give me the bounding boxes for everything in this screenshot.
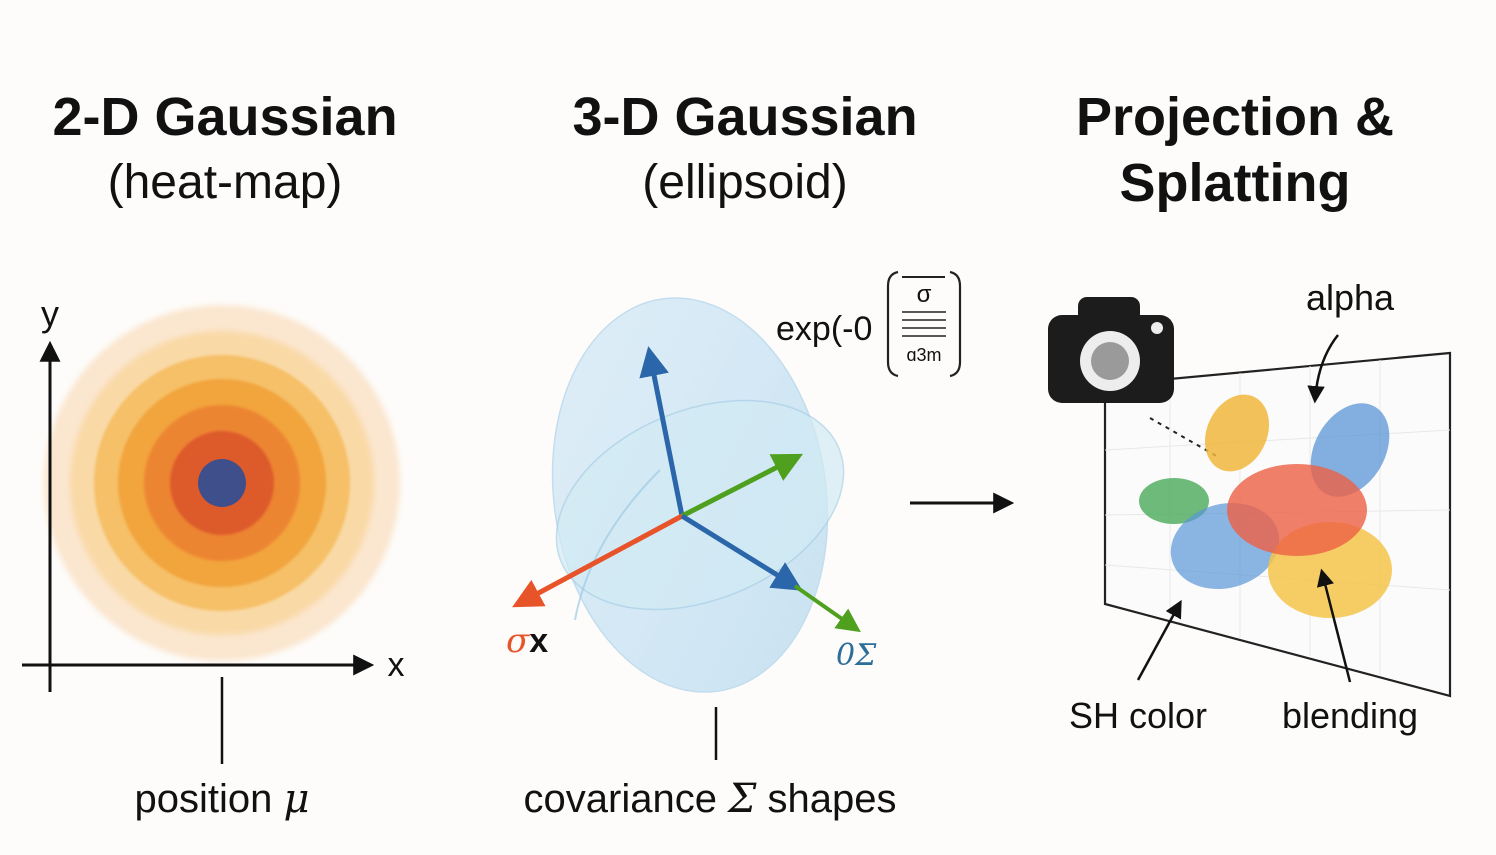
splat-orange-top [1204, 394, 1270, 472]
matrix-bottom-entry: ɑ3m [906, 345, 941, 365]
title-projection: Projection & [1075, 87, 1395, 147]
axis-label-sigma-sigma: 0Σ [836, 638, 877, 673]
panel-title-3d-gaussian: 3-D Gaussian (ellipsoid) [530, 84, 960, 216]
covariance-caption-group: covariance Σ shapes [524, 707, 897, 822]
axis-label-x: x [529, 622, 548, 660]
label-blending: blending [1282, 695, 1418, 736]
subtitle-3d: (ellipsoid) [642, 156, 848, 209]
ellipsoid-highlight [574, 469, 661, 621]
axes-2d: y x position μ [22, 293, 405, 822]
formula-exp: exp(-0 [776, 310, 872, 348]
position-caption-text: position [135, 777, 284, 821]
title-3d: 3-D Gaussian [572, 87, 918, 147]
ellipsoid-3d-gaussian: σx 0Σ [506, 297, 877, 693]
camera-flash [1151, 322, 1163, 334]
matrix-top-entry: σ [917, 281, 932, 308]
x-axis-label: x [388, 646, 405, 684]
label-alpha: alpha [1306, 277, 1395, 318]
axis-arrow-orange-left [512, 513, 684, 608]
covariance-caption-post: shapes [756, 777, 896, 821]
subtitle-2d: (heat-map) [107, 156, 343, 209]
axis-arrow-green-down [793, 584, 861, 633]
splat-red-center [1227, 464, 1367, 556]
sh-color-pointer [1136, 599, 1182, 681]
axis-arrow-blue-up [639, 346, 685, 517]
formula-block: exp(-0 σ ɑ3m [776, 270, 962, 378]
title-2d: 2-D Gaussian [52, 87, 398, 147]
subtitle-splatting: Splatting [1119, 153, 1351, 213]
camera-top-hump [1078, 297, 1140, 323]
matrix-bracket-right [949, 270, 962, 378]
camera-lens [1091, 342, 1129, 380]
splat-green-left [1139, 478, 1209, 524]
heatmap-2d-gaussian [44, 305, 400, 661]
blending-pointer [1316, 568, 1352, 683]
axis-arrow-blue-down [680, 513, 803, 591]
panel-title-2d-gaussian: 2-D Gaussian (heat-map) [20, 84, 430, 216]
splat-labels: alpha SH color blending [1069, 277, 1418, 736]
y-axis-label: y [41, 293, 59, 334]
covariance-caption: covariance Σ shapes [524, 776, 897, 822]
camera-icon [1048, 297, 1174, 403]
axis-label-sigma-x: σx [506, 621, 548, 661]
covariance-caption-sigma: Σ [726, 776, 757, 822]
axis-label-sigma: σ [506, 621, 530, 661]
axis-arrow-green-right [680, 453, 804, 519]
covariance-caption-pre: covariance [524, 777, 729, 821]
alpha-pointer [1307, 334, 1339, 404]
panel-title-projection: Projection & Splatting [1030, 84, 1440, 216]
matrix-bracket-left [886, 270, 899, 378]
heat-center-dot [198, 459, 246, 507]
label-sh-color: SH color [1069, 695, 1207, 736]
position-caption-mu: μ [283, 776, 309, 822]
position-caption: position μ [135, 776, 310, 822]
